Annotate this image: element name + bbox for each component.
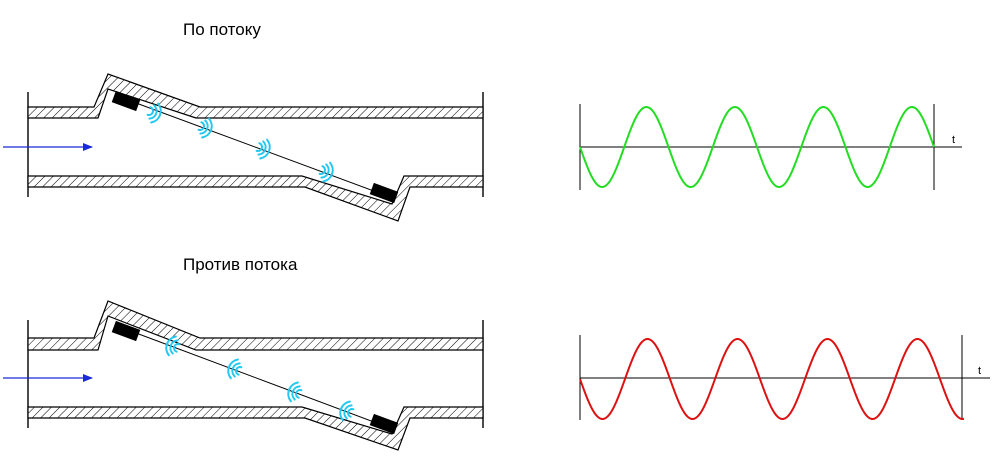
title-with-flow: По потоку bbox=[183, 20, 261, 39]
pipe-bottom-wall bbox=[27, 175, 484, 222]
downstream-transducer bbox=[369, 413, 399, 435]
time-axis-label: t bbox=[978, 365, 981, 377]
upstream-transducer bbox=[111, 320, 141, 342]
pipe-bottom-wall bbox=[27, 406, 484, 451]
pipe-against-flow bbox=[3, 300, 484, 451]
upstream-transducer bbox=[111, 90, 141, 112]
pipe-top-wall bbox=[27, 300, 484, 351]
title-against-flow: Против потока bbox=[183, 255, 298, 274]
pipe-top-wall bbox=[27, 73, 484, 119]
pipe-with-flow bbox=[3, 73, 484, 222]
time-axis-label: t bbox=[952, 134, 955, 146]
signal-plot-with-flow: t bbox=[579, 104, 962, 190]
acoustic-path bbox=[127, 99, 383, 195]
signal-plot-against-flow: t bbox=[579, 335, 990, 420]
signal-trace-against-flow bbox=[579, 338, 965, 420]
downstream-transducer bbox=[369, 182, 399, 204]
signal-trace-with-flow bbox=[579, 105, 935, 189]
